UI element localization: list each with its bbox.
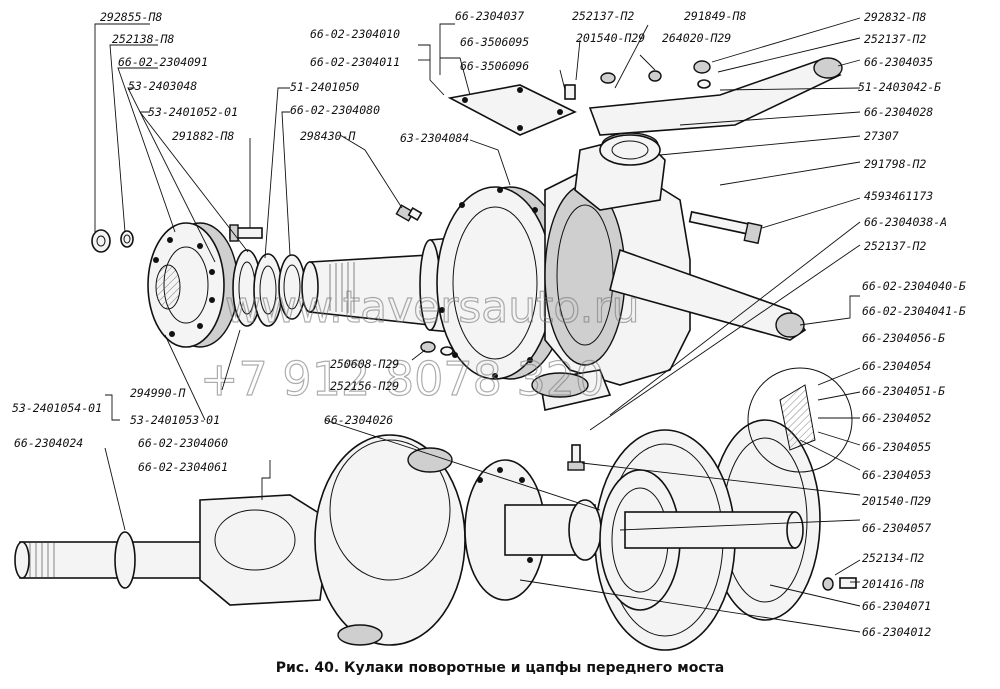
spindle-flange-part	[436, 186, 569, 380]
drive-flange-part	[147, 222, 239, 348]
part-label: 53-2401052-01	[148, 105, 238, 119]
part-label: 27307	[864, 129, 899, 143]
part-label: 291849-П8	[684, 9, 746, 23]
part-label: 264020-П29	[662, 31, 731, 45]
part-label: 252134-П2	[862, 551, 924, 565]
part-label: 66-02-2304041-Б	[862, 304, 966, 318]
part-label: 66-2304057	[862, 521, 931, 535]
part-label: 252138-П8	[112, 32, 174, 46]
part-labels: 292855-П8 252138-П8 66-02-2304091 53-240…	[12, 9, 966, 639]
steering-arm-part	[588, 57, 843, 136]
part-label: 66-2304035	[864, 55, 933, 69]
top-cover-plate-part	[447, 84, 577, 136]
part-label: 66-2304037	[455, 9, 524, 23]
part-label: 252137-П2	[864, 239, 926, 253]
figure-caption: Рис. 40. Кулаки поворотные и цапфы перед…	[0, 660, 1000, 676]
part-label: 51-2403042-Б	[858, 80, 941, 94]
part-label: 201540-П29	[862, 494, 931, 508]
part-label: 66-2304056-Б	[862, 331, 945, 345]
part-label: 66-02-2304011	[310, 55, 400, 69]
lock-washer-part	[253, 253, 283, 327]
part-label: 66-2304024	[14, 436, 83, 450]
washer-part	[120, 230, 134, 248]
part-label: 66-2304055	[862, 440, 931, 454]
part-label: 298430-П	[300, 129, 355, 143]
part-label: 66-3506096	[460, 59, 529, 73]
part-label: 66-02-2304010	[310, 27, 400, 41]
part-label: 201540-П29	[576, 31, 645, 45]
part-label: 294990-П	[130, 386, 185, 400]
bottom-bolt-part	[567, 444, 585, 471]
thrust-ring-part	[278, 254, 306, 320]
part-label: 66-2304052	[862, 411, 931, 425]
part-label: 66-3506095	[460, 35, 529, 49]
grease-fitting-part	[395, 204, 423, 222]
caption-title: Кулаки поворотные и цапфы переднего мост…	[344, 660, 725, 676]
part-label: 66-2304071	[862, 599, 931, 613]
part-label: 66-02-2304091	[118, 55, 208, 69]
part-label: 66-2304026	[324, 413, 393, 427]
part-label: 53-2403048	[128, 79, 197, 93]
part-label: 66-2304038-А	[864, 215, 947, 229]
part-label: 63-2304084	[400, 131, 469, 145]
part-label: 53-2401054-01	[12, 401, 102, 415]
part-label: 4593461173	[864, 189, 933, 203]
part-label: 51-2401050	[290, 80, 359, 94]
ball-housing-part	[314, 434, 466, 646]
part-label: 66-2304012	[862, 625, 931, 639]
part-label: 291798-П2	[864, 157, 926, 171]
bolt-part	[229, 224, 263, 242]
part-label: 66-02-2304080	[290, 103, 380, 117]
caption-number: 40.	[314, 660, 340, 676]
part-label: 250608-П29	[330, 357, 399, 371]
part-label: 252156-П29	[330, 379, 399, 393]
bottom-right-fasteners	[822, 577, 857, 591]
part-label: 66-2304053	[862, 468, 931, 482]
top-fasteners	[564, 60, 711, 100]
part-label: 66-02-2304060	[138, 436, 228, 450]
parts-drawing	[14, 57, 857, 651]
part-label: 53-2401053-01	[130, 413, 220, 427]
cv-joint-yoke-part	[199, 494, 331, 606]
nut-part	[91, 229, 111, 253]
part-label: 201416-П8	[862, 577, 924, 591]
part-label: 291882-П8	[172, 129, 234, 143]
kingpin-bolt-part	[688, 210, 763, 245]
part-label: 66-02-2304061	[138, 460, 228, 474]
hub-shaft-part	[624, 511, 804, 549]
bearing-cup-part	[599, 134, 661, 166]
part-label: 252137-П2	[864, 32, 926, 46]
part-label: 66-2304051-Б	[862, 384, 945, 398]
part-label: 292832-П8	[864, 10, 926, 24]
part-label: 66-2304028	[864, 105, 933, 119]
part-label: 66-2304054	[862, 359, 931, 373]
part-label: 292855-П8	[100, 10, 162, 24]
part-label: 252137-П2	[572, 9, 634, 23]
outer-shaft-part	[464, 459, 602, 601]
part-label: 66-02-2304040-Б	[862, 279, 966, 293]
leader-lines	[94, 17, 861, 633]
middle-nuts	[420, 341, 454, 356]
caption-prefix: Рис.	[275, 660, 310, 676]
steering-knuckle-part	[531, 132, 807, 411]
seal-detail-callout	[747, 367, 853, 473]
